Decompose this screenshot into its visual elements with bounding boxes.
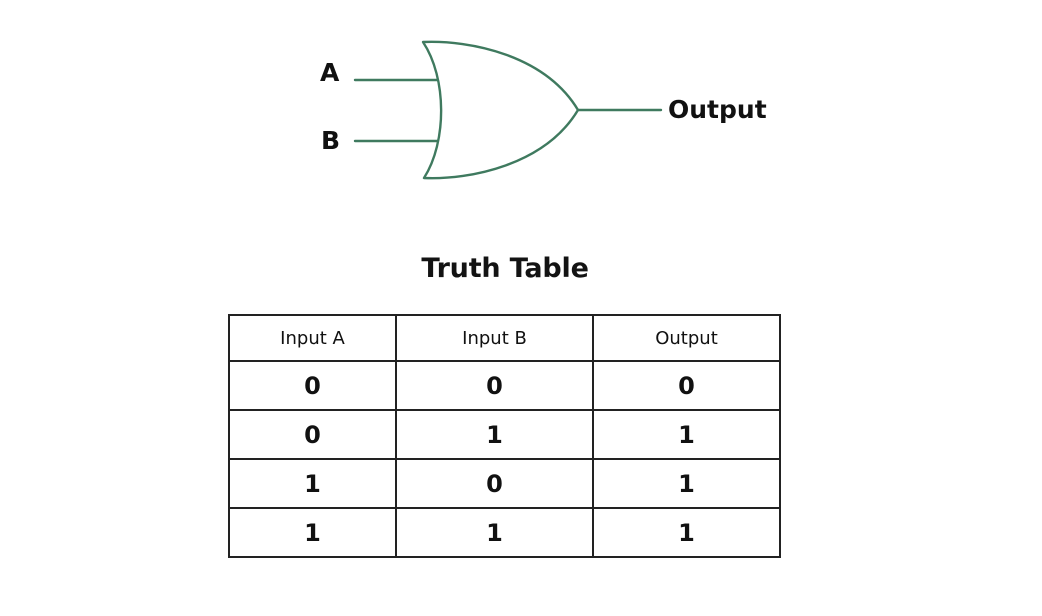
cell-input-b: 1 [395, 409, 594, 460]
output-label: Output [668, 95, 767, 124]
table-row: 0 0 0 [228, 360, 781, 411]
logic-gate-diagram: A B Output [0, 0, 1042, 230]
cell-input-b: 1 [395, 507, 594, 558]
cell-input-a: 0 [228, 409, 397, 460]
cell-input-a: 1 [228, 458, 397, 509]
truth-table-title: Truth Table [421, 253, 589, 284]
cell-input-a: 0 [228, 360, 397, 411]
table-header-row: Input A Input B Output [228, 314, 781, 362]
column-header-input-a: Input A [228, 314, 397, 362]
truth-table: Input A Input B Output 0 0 0 0 1 1 1 0 1 [228, 314, 781, 558]
or-gate-body-path [421, 40, 580, 180]
cell-input-b: 0 [395, 360, 594, 411]
table-row: 1 0 1 [228, 458, 781, 509]
input-label-b: B [321, 126, 341, 155]
cell-input-a: 1 [228, 507, 397, 558]
table-row: 0 1 1 [228, 409, 781, 460]
cell-output: 0 [592, 360, 781, 411]
cell-output: 1 [592, 409, 781, 460]
input-label-a: A [320, 58, 340, 87]
column-header-input-b: Input B [395, 314, 594, 362]
or-gate-symbol [353, 40, 663, 180]
table-row: 1 1 1 [228, 507, 781, 558]
cell-output: 1 [592, 458, 781, 509]
cell-output: 1 [592, 507, 781, 558]
column-header-output: Output [592, 314, 781, 362]
cell-input-b: 0 [395, 458, 594, 509]
